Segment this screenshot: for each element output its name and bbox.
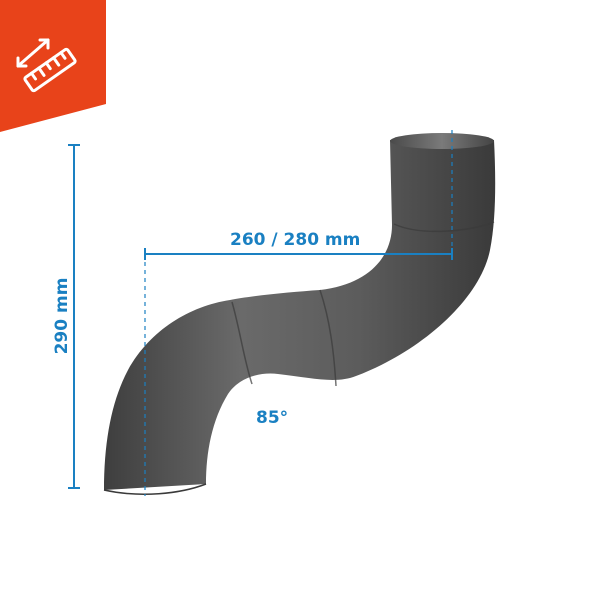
- ruler-icon: [16, 38, 77, 93]
- badge-background: [0, 0, 106, 132]
- pipe-joint-lower: [231, 301, 253, 385]
- dimension-lines: [68, 130, 453, 496]
- measurement-badge: [0, 0, 106, 132]
- pipe-bottom-edge: [103, 483, 207, 496]
- pipe-offset-bend: [103, 133, 496, 496]
- pipe-joint-upper: [393, 221, 495, 233]
- pipe-joint-middle: [319, 289, 337, 387]
- pipe-top-opening: [390, 133, 494, 149]
- width-dimension-label: 260 / 280 mm: [230, 230, 361, 250]
- height-dimension-label: 290 mm: [52, 277, 72, 355]
- pipe-body: [104, 140, 496, 490]
- angle-dimension-label: 85°: [256, 408, 289, 428]
